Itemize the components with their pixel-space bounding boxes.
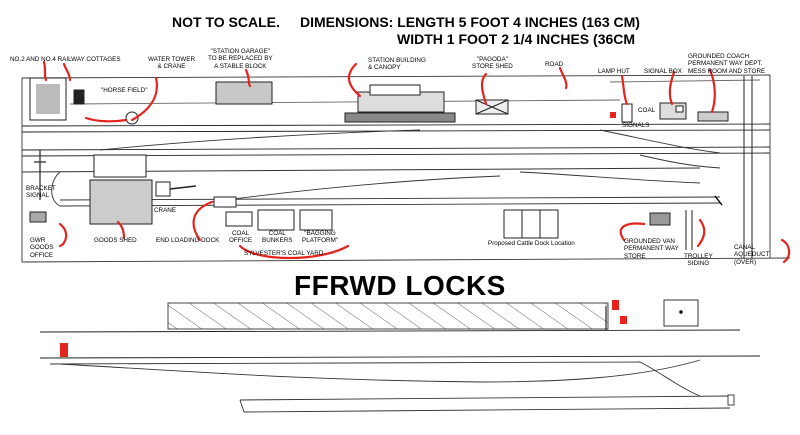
label-grounded-coach: GROUNDED COACH PERMANENT WAY DEPT. MESS … <box>688 53 766 75</box>
main-line-up <box>21 123 771 127</box>
upper-plan <box>21 74 791 263</box>
buildings <box>29 76 753 258</box>
label-signal-box: SIGNAL BOX <box>644 68 682 75</box>
main-line-down-b <box>21 152 771 157</box>
lower-main-line <box>39 329 741 333</box>
goods-siding <box>59 196 721 201</box>
label-gwr-goods-office: GWR GOODS OFFICE <box>30 237 54 259</box>
label-lamp-hut: LAMP HUT <box>598 68 630 75</box>
station-canopy <box>344 112 456 123</box>
bagging-platform <box>299 209 333 231</box>
lower-siding <box>239 395 731 401</box>
label-coal-office: COAL OFFICE <box>229 230 253 245</box>
canal-hatching <box>167 302 609 330</box>
label-canal-aqueduct: CANAL AQUEDUCT (OVER) <box>734 244 770 266</box>
label-coal-small: COAL <box>638 107 656 114</box>
coal-bunkers <box>257 209 295 231</box>
goods-shed <box>89 179 153 225</box>
label-station-building: STATION BUILDING & CANOPY <box>368 57 426 72</box>
board-bottom-edge <box>21 257 791 263</box>
goods-shed-upper <box>93 154 147 178</box>
dimensions-width: WIDTH 1 FOOT 2 1/4 INCHES (36CM <box>397 31 636 47</box>
scale-note: NOT TO SCALE. <box>172 14 280 30</box>
road-edge <box>69 99 621 105</box>
end-loading-dock <box>213 196 237 208</box>
diagram-title: FFRWD LOCKS <box>294 270 506 301</box>
label-coal-yard: SYLVESTER'S COAL YARD <box>244 250 324 257</box>
red-signal-icon <box>60 343 68 357</box>
label-pagoda: "PAGODA" STORE SHED <box>472 56 513 71</box>
label-bracket-signal: BRACKET SIGNAL <box>26 185 56 200</box>
label-grounded-van: GROUNDED VAN PERMANENT WAY STORE <box>624 238 679 260</box>
red-signal-icon <box>612 300 619 310</box>
main-line-down <box>21 146 771 151</box>
label-crane: CRANE <box>154 207 177 214</box>
label-water-tower: WATER TOWER & CRANE <box>148 56 195 71</box>
lower-signals <box>60 300 627 357</box>
board-top-edge <box>21 74 771 79</box>
label-coal-bunkers: COAL BUNKERS <box>262 230 293 245</box>
coal-office <box>225 211 253 227</box>
grounded-van <box>649 212 671 226</box>
label-bagging-platform: "BAGGING PLATFORM" <box>302 230 339 245</box>
water-tower <box>125 111 139 125</box>
gwr-goods-office <box>29 211 47 223</box>
label-trolley-siding: TROLLEY SIDING <box>684 253 713 268</box>
dimensions-length: DIMENSIONS: LENGTH 5 FOOT 4 INCHES (163 … <box>300 14 640 30</box>
cattle-dock <box>503 209 559 239</box>
label-signals: SIGNALS <box>622 122 650 129</box>
label-cattle-dock: Proposed Cattle Dock Location <box>488 240 575 247</box>
red-signal-icon <box>610 112 616 118</box>
label-end-loading-dock: END LOADING DOCK <box>156 237 220 244</box>
label-cottages: NO.2 AND NO.4 RAILWAY COTTAGES <box>10 56 121 63</box>
label-road: ROAD <box>545 61 564 68</box>
grounded-coach <box>697 111 729 122</box>
lamp-hut <box>621 103 633 123</box>
annotation-pointers <box>42 60 791 264</box>
lower-plan <box>39 299 761 413</box>
label-goods-shed: GOODS SHED <box>94 237 137 244</box>
lower-running-line <box>39 355 761 359</box>
station-garage <box>215 81 273 105</box>
red-signal-icon <box>620 316 627 324</box>
label-horse-field: "HORSE FIELD" <box>101 87 148 94</box>
crane <box>155 181 171 197</box>
label-station-garage: "STATION GARAGE" TO BE REPLACED BY A STA… <box>208 48 273 70</box>
